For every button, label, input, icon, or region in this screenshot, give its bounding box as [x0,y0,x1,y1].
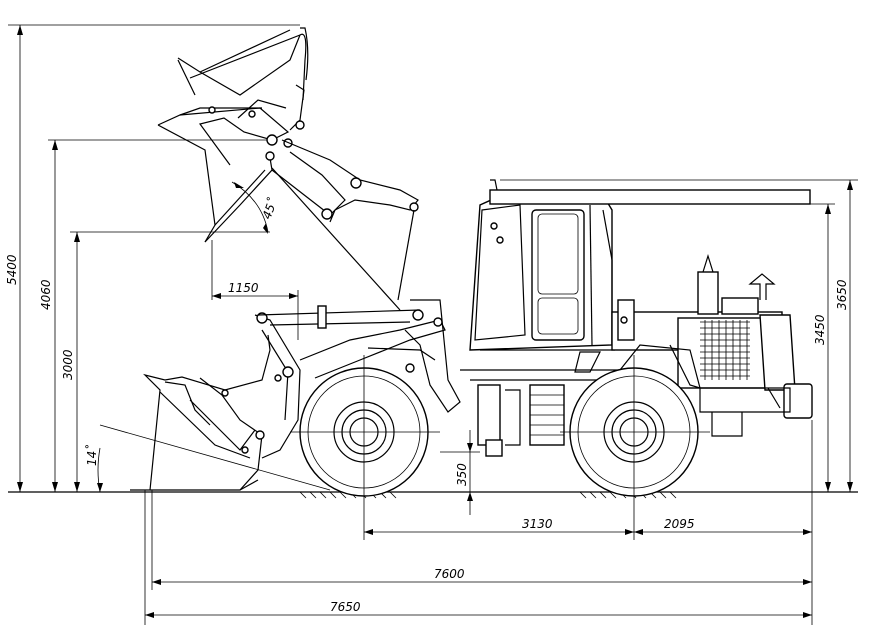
ground-line [8,491,858,499]
lift-arm-raised [271,139,419,311]
dig-depth-label: 350 [455,463,469,486]
height-dimensions-right [500,179,858,492]
radiator-grille [700,320,750,380]
chassis [460,344,701,457]
length-dimensions [144,420,813,625]
dump-reach-dimension [211,240,299,340]
rollback-angle-label: 14˚ [84,445,99,466]
bucket-lowered [130,312,301,491]
dig-depth-dimension [440,430,480,515]
dump-reach-label: 1150 [228,281,259,295]
wheelbase-label: 3130 [522,517,553,531]
length-bucket-ground-label: 7600 [434,567,465,581]
bucket-raised [157,27,309,243]
height-dimensions-left [8,24,331,493]
hinge-pin-height-label: 4060 [39,279,53,310]
exhaust-height-label: 3650 [835,279,849,310]
boom-assembly [257,299,461,413]
dump-angle-marker [231,181,269,234]
overall-height-label: 5400 [5,254,19,285]
length-overall-label: 7650 [330,600,361,614]
engine-compartment [611,253,813,437]
dump-clearance-label: 3000 [61,349,75,380]
dump-angle-label: 45˚ [259,196,280,221]
rear-wheel [560,355,710,540]
cab [469,179,811,351]
cab-height-label: 3450 [813,314,827,345]
rear-overhang-label: 2095 [664,517,695,531]
front-wheel [290,355,440,540]
